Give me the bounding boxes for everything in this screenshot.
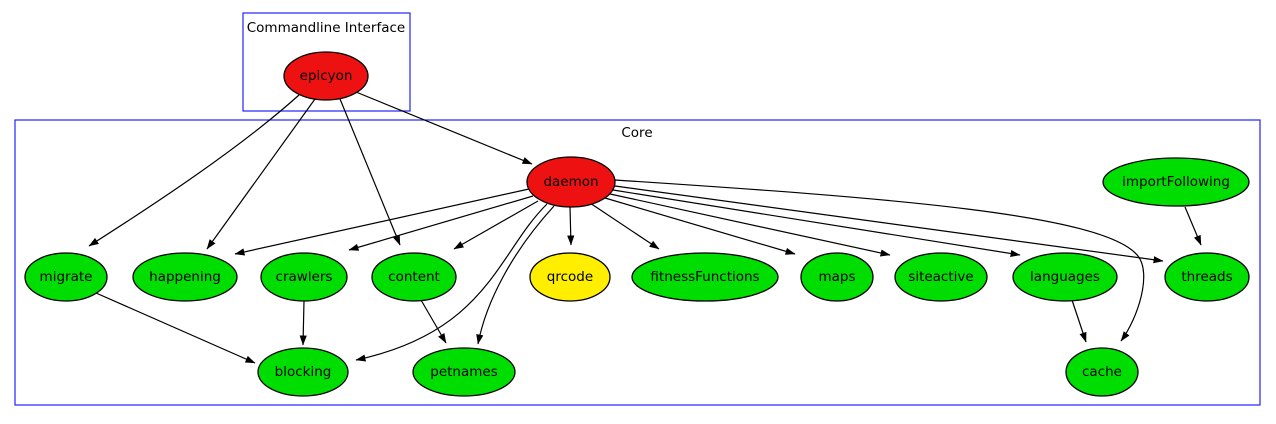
node-blocking-label: blocking	[275, 364, 332, 380]
node-cache-label: cache	[1082, 364, 1122, 380]
node-happening-label: happening	[149, 269, 221, 285]
edge-migrate-to-blocking	[95, 292, 256, 364]
node-qrcode-ellipse	[529, 252, 611, 302]
edge-crawlers-to-blocking	[299, 300, 307, 346]
node-daemon-label: daemon	[543, 174, 598, 190]
edge-daemon-to-threads	[614, 185, 1164, 264]
node-daemon-ellipse	[526, 156, 616, 208]
node-migrate: migrate	[24, 252, 108, 302]
edge-content-to-petnames	[420, 299, 447, 344]
node-content-label: content	[388, 269, 440, 285]
edge-daemon-to-petnames	[476, 205, 555, 345]
node-importFollowing-label: importFollowing	[1122, 174, 1230, 190]
node-languages-label: languages	[1030, 269, 1100, 285]
cluster-core-label: Core	[621, 125, 652, 141]
edge-daemon-to-fitnessFunctions	[589, 202, 660, 250]
node-migrate-ellipse	[24, 252, 108, 302]
node-content-ellipse	[371, 252, 457, 302]
edge-daemon-to-content	[453, 200, 539, 250]
edge-daemon-to-crawlers	[348, 195, 534, 251]
node-maps-ellipse	[800, 252, 874, 302]
node-importFollowing: importFollowing	[1102, 157, 1250, 207]
cluster-core-box	[14, 119, 1261, 406]
edge-epicyon-to-content	[339, 98, 401, 246]
node-epicyon: epicyon	[283, 51, 369, 101]
edge-daemon-to-cache	[614, 179, 1145, 342]
node-happening-ellipse	[132, 252, 238, 302]
node-content: content	[371, 252, 457, 302]
edge-importFollowing-to-threads	[1184, 206, 1202, 246]
edge-languages-to-cache	[1071, 299, 1087, 343]
edge-daemon-to-blocking	[355, 203, 548, 362]
node-siteactive-ellipse	[894, 252, 988, 302]
edge-epicyon-to-happening	[206, 98, 316, 250]
node-petnames: petnames	[412, 347, 516, 397]
edge-daemon-to-happening	[234, 188, 530, 256]
node-crawlers-ellipse	[260, 252, 348, 302]
node-importFollowing-ellipse	[1102, 157, 1250, 207]
edge-daemon-to-qrcode	[567, 206, 575, 246]
node-migrate-label: migrate	[40, 269, 93, 285]
node-threads-ellipse	[1164, 252, 1250, 302]
node-siteactive-label: siteactive	[908, 269, 973, 285]
edge-epicyon-to-daemon	[355, 91, 533, 165]
node-blocking-ellipse	[257, 347, 349, 397]
node-cache: cache	[1065, 347, 1139, 397]
node-cache-ellipse	[1065, 347, 1139, 397]
node-maps: maps	[800, 252, 874, 302]
node-crawlers-label: crawlers	[276, 269, 333, 285]
node-petnames-ellipse	[412, 347, 516, 397]
node-happening: happening	[132, 252, 238, 302]
cluster-cli-box	[242, 12, 411, 112]
node-fitnessFunctions-ellipse	[631, 252, 779, 302]
node-languages-ellipse	[1012, 252, 1118, 302]
node-threads: threads	[1164, 252, 1250, 302]
node-qrcode: qrcode	[529, 252, 611, 302]
node-crawlers: crawlers	[260, 252, 348, 302]
node-threads-label: threads	[1181, 269, 1232, 285]
cluster-cli-label: Commandline Interface	[247, 20, 405, 36]
node-petnames-label: petnames	[430, 364, 498, 380]
node-fitnessFunctions-label: fitnessFunctions	[650, 269, 759, 285]
node-epicyon-label: epicyon	[300, 68, 353, 84]
node-epicyon-ellipse	[283, 51, 369, 101]
edge-daemon-to-languages	[612, 189, 1021, 258]
node-blocking: blocking	[257, 347, 349, 397]
edge-daemon-to-maps	[604, 197, 796, 255]
edge-epicyon-to-migrate	[88, 94, 300, 247]
node-fitnessFunctions: fitnessFunctions	[631, 252, 779, 302]
node-daemon: daemon	[526, 156, 616, 208]
node-qrcode-label: qrcode	[547, 269, 593, 285]
node-languages: languages	[1012, 252, 1118, 302]
node-siteactive: siteactive	[894, 252, 988, 302]
node-maps-label: maps	[818, 269, 855, 285]
edge-daemon-to-siteactive	[609, 193, 891, 257]
